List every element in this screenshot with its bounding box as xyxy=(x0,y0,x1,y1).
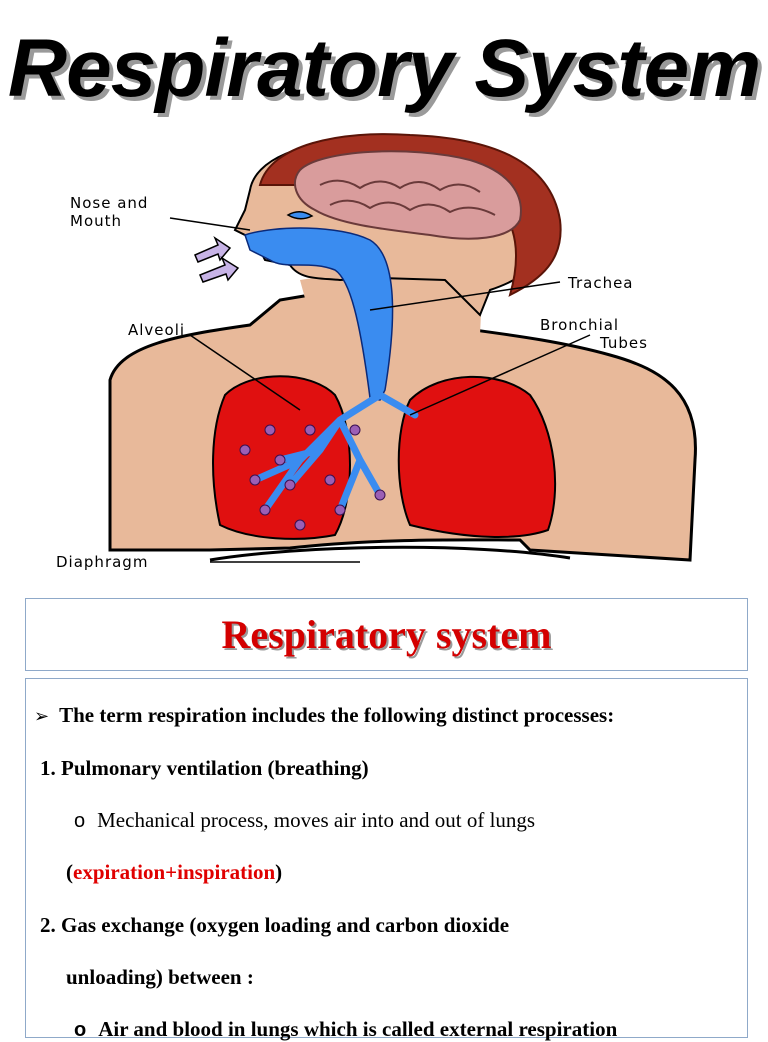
label-bronchial-2: Tubes xyxy=(599,334,648,352)
respiratory-diagram: Nose and Mouth Trachea Alveoli Bronchial… xyxy=(56,133,697,570)
intro-text: The term respiration includes the follow… xyxy=(59,703,615,727)
section-title: Respiratory system xyxy=(221,612,552,657)
eye-icon xyxy=(286,211,314,220)
subtitle-box: Respiratory system xyxy=(25,598,748,671)
item2-heading-line2: unloading) between : xyxy=(66,965,254,989)
label-trachea: Trachea xyxy=(567,274,634,292)
item1-sub: o Mechanical process, moves air into and … xyxy=(74,808,535,833)
label-nose-mouth-2: Mouth xyxy=(70,212,122,230)
expiration-inspiration: expiration+inspiration xyxy=(73,860,276,884)
label-alveoli: Alveoli xyxy=(128,321,185,339)
airway xyxy=(244,227,394,401)
arrow-bullet-icon: ➢ xyxy=(34,706,50,727)
item2-sub-text: Air and blood in lungs which is called e… xyxy=(98,1017,618,1041)
page-title: Respiratory System xyxy=(7,23,761,114)
paren-close: ) xyxy=(275,860,283,884)
circle-bullet-icon: o xyxy=(74,810,86,832)
content-box: ➢ The term respiration includes the follo… xyxy=(25,678,748,1041)
brain xyxy=(294,150,522,240)
paren-open: ( xyxy=(66,860,73,884)
right-lung xyxy=(397,375,557,538)
label-bronchial-1: Bronchial xyxy=(540,316,619,334)
item1-paren-line: (expiration+inspiration) xyxy=(66,860,282,885)
item1-heading: 1. Pulmonary ventilation (breathing) xyxy=(40,756,369,780)
label-diaphragm: Diaphragm xyxy=(56,553,148,570)
label-nose-mouth-1: Nose and xyxy=(70,194,148,212)
circle-bullet-icon-2: o xyxy=(74,1019,87,1041)
item2-sub: o Air and blood in lungs which is called … xyxy=(74,1017,617,1042)
bronchial-tree xyxy=(251,391,419,514)
alveoli-clusters xyxy=(239,424,386,531)
intro-line: ➢ The term respiration includes the follo… xyxy=(34,703,614,728)
item2-heading-line1: 2. Gas exchange (oxygen loading and carb… xyxy=(40,913,510,937)
diaphragm xyxy=(209,545,571,562)
inhale-arrows-icon xyxy=(194,235,240,283)
item1-sub-text: Mechanical process, moves air into and o… xyxy=(97,808,536,832)
